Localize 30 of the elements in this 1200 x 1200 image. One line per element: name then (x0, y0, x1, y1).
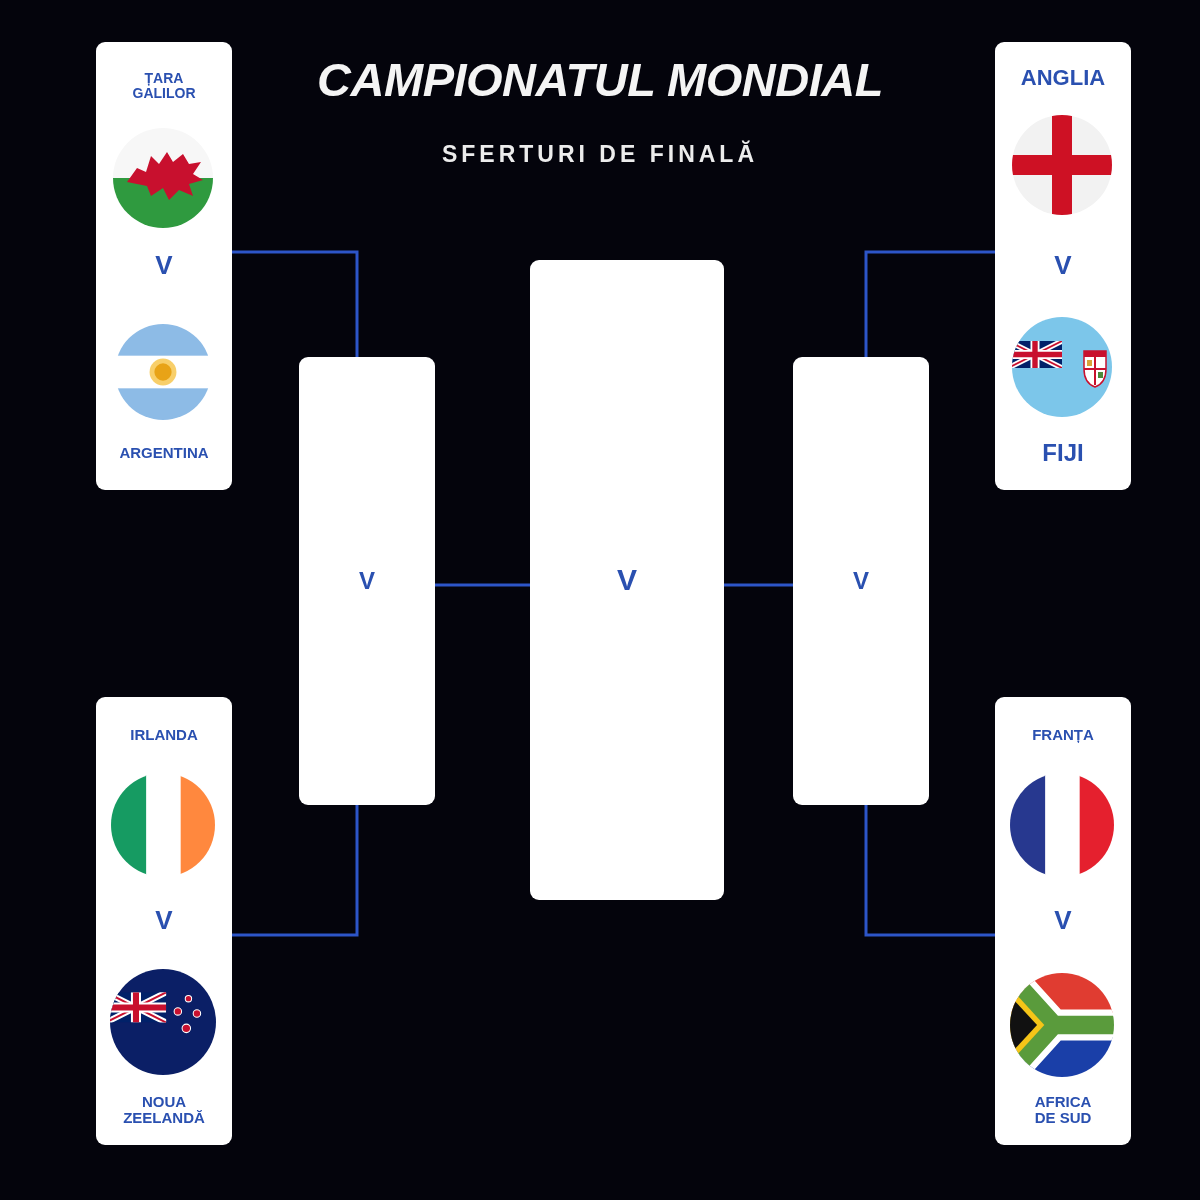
bracket-line (864, 250, 995, 357)
versus-label: V (155, 905, 173, 935)
versus-label: V (155, 250, 173, 280)
bracket-line (435, 583, 530, 587)
team-name: IRLANDA (130, 726, 198, 744)
subtitle: SFERTURI DE FINALĂ (441, 141, 759, 168)
match-card (299, 357, 435, 805)
bracket-line (232, 250, 359, 357)
versus-label: V (1054, 250, 1072, 280)
match-card (96, 42, 232, 490)
match-card (995, 42, 1131, 490)
match-card (995, 697, 1131, 1145)
versus-label: V (853, 568, 869, 594)
team-name: NOUA ZEELANDĂ (122, 1093, 206, 1127)
versus-label: V (359, 568, 375, 594)
bracket-line (864, 805, 995, 937)
title: CAMPIONATUL MONDIAL (317, 52, 883, 107)
match-card (96, 697, 232, 1145)
team-name: FIJI (1042, 440, 1084, 466)
team-name: ARGENTINA (119, 444, 209, 462)
bracket-line (232, 805, 359, 937)
team-name: ANGLIA (1020, 66, 1106, 90)
versus-label: V (617, 563, 637, 597)
team-name: FRANȚA (1032, 726, 1094, 744)
team-name: AFRICA DE SUD (1033, 1093, 1093, 1127)
bracket-line (724, 583, 793, 587)
team-name: ȚARA GALILOR (131, 70, 197, 102)
match-card (530, 260, 724, 900)
versus-label: V (1054, 905, 1072, 935)
match-card (793, 357, 929, 805)
